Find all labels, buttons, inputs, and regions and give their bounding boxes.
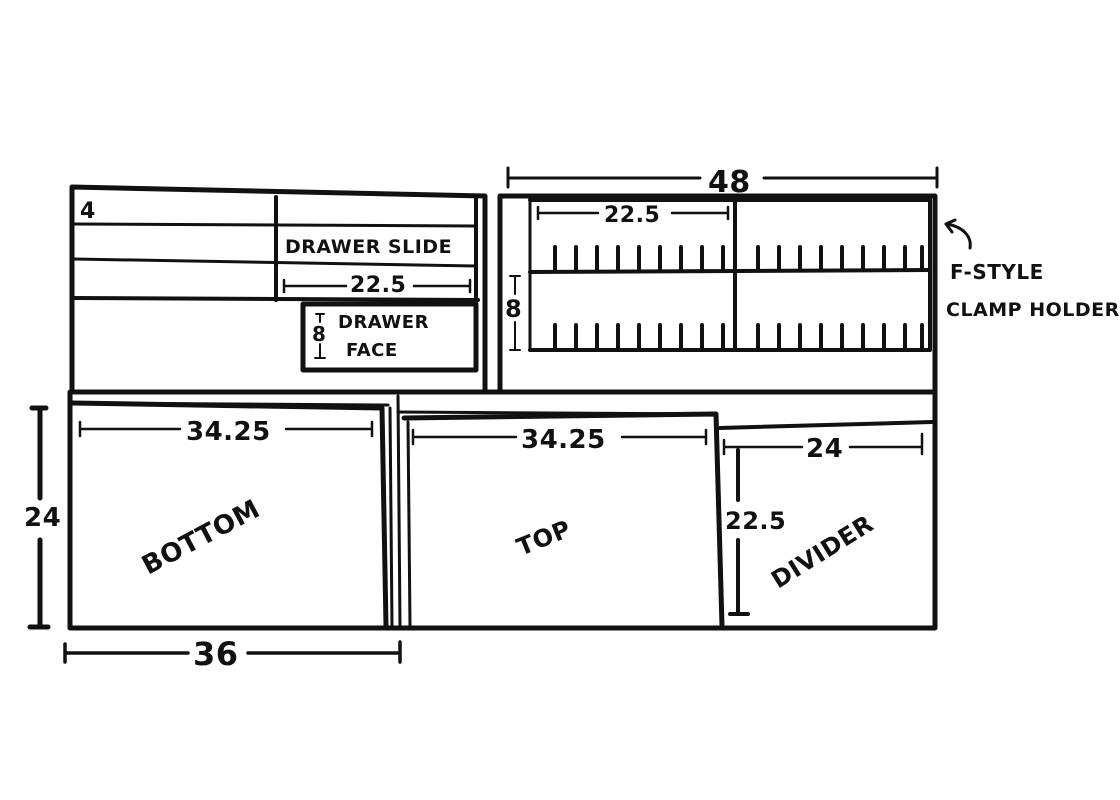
bottom-height-dimension: 24 [24, 503, 61, 533]
clamp-height-dimension-line [509, 275, 521, 351]
clamp-holder-group [497, 166, 972, 395]
divider-panel [718, 420, 934, 430]
drawer-face-panel [300, 301, 479, 373]
overall-width-dimension-line [506, 166, 939, 189]
drawer-row-line-1 [72, 222, 478, 228]
drawer-face-label-line1: DRAWER [338, 312, 429, 333]
clamp-holder-label-line2: CLAMP HOLDER [946, 299, 1120, 321]
top-width-dimension: 34.25 [521, 425, 606, 455]
clamp-holder-pointer-arrow [944, 218, 972, 250]
divider-height-dimension-line [728, 448, 750, 616]
drawer-slide-dimension: 22.5 [350, 273, 406, 298]
bottom-height-dimension-line [27, 405, 51, 630]
top-panel-label: TOP [513, 515, 575, 562]
lower-section-outline [67, 389, 938, 631]
clamp-panel-outline [528, 198, 932, 352]
overall-width-dimension: 48 [708, 165, 751, 200]
clamp-holder-label-line1: F-STYLE [950, 260, 1044, 284]
top-width-dimension-line [411, 428, 708, 446]
bottom-overall-width-dimension-line [63, 640, 402, 664]
bottom-panel [69, 400, 389, 629]
clamp-height-dimension: 8 [505, 295, 522, 323]
clamp-dimension-line [536, 205, 730, 221]
drawer-slide-dimension-line [282, 278, 472, 294]
bottom-width-dimension-line [78, 420, 374, 438]
drawer-slide-label: DRAWER SLIDE [285, 236, 452, 258]
divider-width-dimension: 24 [806, 434, 843, 464]
top-panel [401, 411, 725, 629]
drawer-row-line-2 [72, 257, 478, 268]
bottom-overall-width-dimension: 36 [193, 635, 239, 673]
clamp-slots-top-row [553, 245, 924, 272]
divider-width-dimension-line [722, 432, 924, 456]
top-panel-left-edge [406, 420, 412, 628]
bottom-width-dimension: 34.25 [186, 417, 271, 447]
bottom-panel-double-line [388, 394, 402, 628]
drawer-face-label-line2: FACE [346, 340, 398, 361]
lower-panels-group [27, 389, 938, 664]
top-left-number: 4 [80, 199, 96, 224]
bottom-panel-label: BOTTOM [137, 494, 265, 581]
drawer-panels-group [69, 184, 488, 395]
clamp-dimension: 22.5 [604, 203, 660, 228]
drawer-face-dimension: 8 [312, 322, 326, 346]
clamp-panel-middle-line [528, 268, 932, 274]
drawer-outer-outline [69, 184, 488, 395]
divider-height-dimension: 22.5 [725, 507, 786, 535]
drawer-row-line-3 [72, 296, 480, 302]
clamp-slots-bottom-row [553, 323, 924, 350]
drawer-face-height-line [314, 313, 326, 359]
clamp-section-outline [497, 193, 938, 395]
